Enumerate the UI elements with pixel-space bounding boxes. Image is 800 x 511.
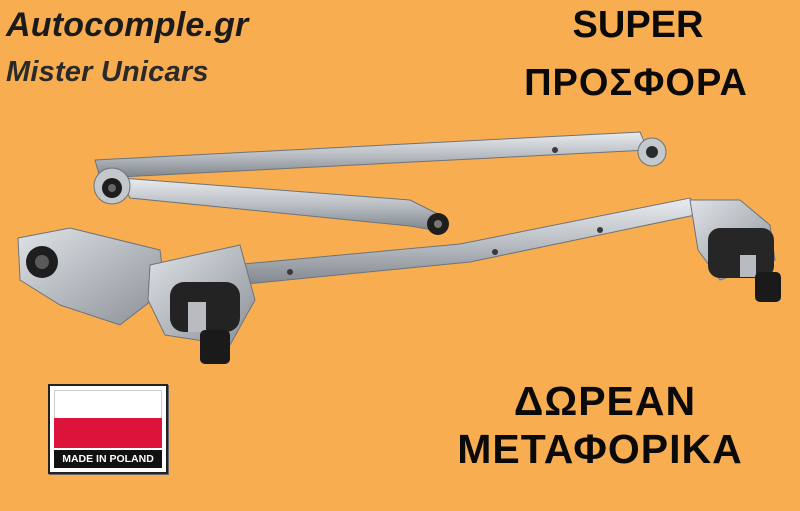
flag-white-stripe — [54, 390, 162, 419]
brand-site: Autocomple.gr — [6, 6, 249, 44]
promo-line-3: ΔΩΡΕΑΝ — [513, 378, 697, 424]
flag-red-stripe — [54, 418, 162, 448]
promo-line-1: SUPER — [572, 4, 704, 46]
brand-name: Mister Unicars — [6, 56, 209, 88]
promo-line-2: ΠΡΟΣΦΟΡΑ — [524, 62, 748, 104]
promo-line-4: ΜΕΤΑΦΟΡΙΚΑ — [457, 426, 743, 472]
made-in-label: MADE IN POLAND — [54, 450, 162, 468]
made-in-poland-badge: MADE IN POLAND — [48, 384, 168, 474]
